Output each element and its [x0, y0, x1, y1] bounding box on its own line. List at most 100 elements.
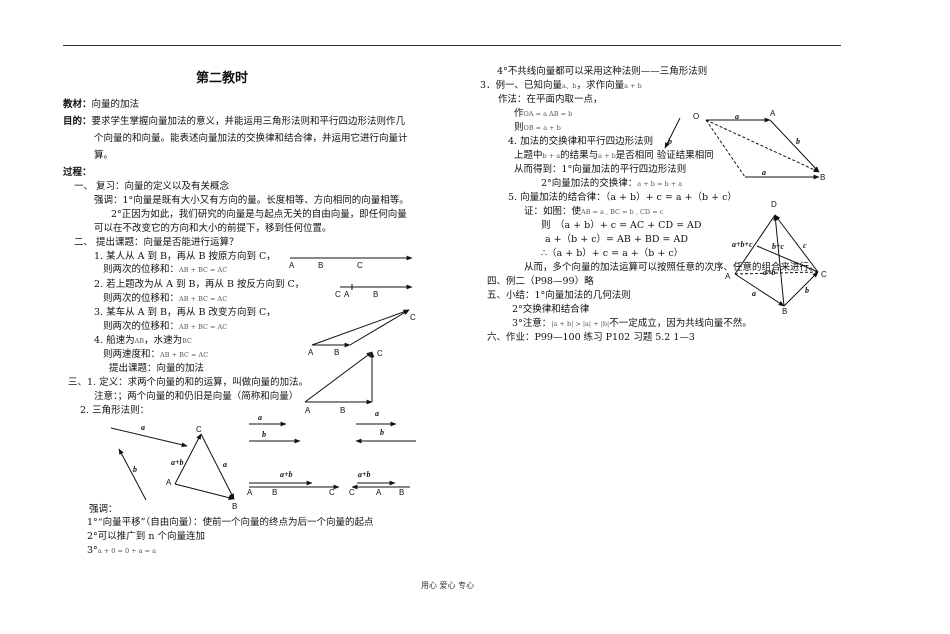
section-5-line-3: 3°注意：|a + b| > |a| + |b|不一定成立，因为共线向量不然。 — [512, 318, 752, 329]
section-1-line-2: 2°正因为如此，我们研究的向量是与起点无关的自由向量，即任何向量 — [111, 209, 407, 220]
label-c: c — [803, 241, 807, 250]
label-B-1: B — [318, 261, 324, 270]
label-O: O — [693, 112, 700, 121]
label-b-5: b — [796, 137, 800, 146]
section-1-line-1: 强调：1°向量是既有大小又有方向的量。长度相等、方向相同的向量相等。 — [94, 195, 409, 206]
label-B-6: B — [272, 488, 278, 497]
label-apb-1: a+b — [171, 458, 184, 467]
section-6: 六、作业：P99—100 练习 P102 习题 5.2 1—3 — [487, 332, 695, 343]
s5-3-label: 3°注意： — [512, 318, 552, 329]
problem-3b: 则两次的位移和：AB + BC = AC — [103, 321, 227, 332]
figure-example-oab — [664, 117, 820, 180]
proof-line-3: ∴（a + b）+ c = a +（b + c） — [541, 248, 684, 259]
page-title: 第二教时 — [196, 71, 249, 86]
emphasis-3-num: 3° — [87, 545, 98, 556]
problem-3b-text: 则两次的位移和： — [103, 321, 180, 332]
section-1-line-3: 可以在不改变它的方向和大小的前提下，移到任何位置。 — [94, 223, 332, 234]
associative-heading: 5. 向量加法的结合律：（a + b）+ c = a +（b + c） — [508, 192, 737, 203]
material-text: 向量的加法 — [91, 99, 140, 110]
label-A-9: A — [725, 272, 731, 281]
label-b-4: b — [668, 137, 672, 146]
proof-text: 证：如图：使 — [524, 206, 582, 217]
zero-vector-formula: a + 0 = 0 + a = a — [97, 547, 157, 555]
label-B-7: B — [399, 488, 405, 497]
commutative-line-2: 从而得到：1°向量加法的平行四边形法则 — [514, 164, 687, 175]
label-bpc: b+c — [772, 242, 785, 251]
right-line-4: 4°不共线向量都可以采用这种法则——三角形法则 — [497, 66, 708, 77]
label-a-4: a — [375, 409, 379, 418]
commutative-formula: a + b = b + a — [637, 180, 683, 188]
figure-triangle-rule — [110, 427, 235, 501]
label-A-8: A — [770, 109, 776, 118]
label-C-6: C — [329, 488, 335, 497]
comm-l1-b: 的结果与 — [560, 150, 599, 161]
step-2: 则OB = a + b — [514, 122, 561, 133]
formula-sum-2: AB + BC = AC — [179, 295, 228, 303]
label-C-1: C — [357, 261, 363, 270]
proof-line-2: a +（b + c）= AB + BD = AD — [545, 234, 688, 245]
comm-l1-c: 是否相同 验证结果相同 — [615, 150, 714, 161]
label-b-2: b — [262, 430, 266, 439]
example-sum: a + b — [624, 82, 642, 90]
commutative-heading: 4. 加法的交换律和平行四边形法则 — [508, 136, 654, 147]
section-5: 五、小结：1°向量加法的几何法则 — [487, 290, 631, 301]
proof-line-1: （a + b）+ c = AC + CD = AD — [555, 220, 702, 231]
method-line: 作法：在平面内取一点， — [498, 94, 603, 105]
proof-line: 证：如图：使AB = a , BC = b , CD = c — [524, 206, 663, 217]
label-apb-2: a+b — [280, 470, 293, 479]
footer: 用心 爱心 专心 — [421, 581, 475, 590]
figure-collinear-rules — [249, 421, 416, 490]
problem-1b: 则两次的位移和：AB + BC = AC — [103, 264, 227, 275]
label-A-4: A — [305, 406, 311, 415]
step-1: 作OA = a AB = b — [514, 108, 572, 119]
label-b-6: b — [805, 286, 809, 295]
label-C-2: C — [335, 290, 341, 299]
label-a-1: a — [141, 423, 145, 432]
emphasis-2: 2°可以推广到 n 个向量连加 — [87, 531, 205, 542]
label-C-3: C — [410, 313, 416, 322]
example-1-text-b: ，求作向量 — [576, 80, 625, 91]
example-1: 3．例一、已知向量a、b，求作向量a + b — [480, 80, 642, 91]
figure-velocity — [304, 351, 375, 405]
label-a-5: a — [735, 112, 739, 121]
label-b-3: b — [380, 428, 384, 437]
section-3: 三、1. 定义：求两个向量的和的运算，叫做向量的加法。 — [68, 377, 309, 388]
then-line: 则 — [541, 220, 551, 231]
section-5-line-2: 2°交换律和结合律 — [512, 304, 590, 315]
material-label: 教材： — [63, 99, 92, 110]
comm-l3-text: 2°向量加法的交换律： — [541, 178, 638, 189]
label-A-7: A — [376, 488, 382, 497]
label-C-4: C — [377, 349, 383, 358]
label-B-4: B — [340, 406, 346, 415]
section-2: 二、 提出课题：向量是否能进行运算？ — [74, 237, 239, 248]
section-1: 一、 复习：向量的定义以及有关概念 — [74, 181, 230, 192]
label-A-1: A — [289, 261, 295, 270]
s5-3-text: 不一定成立，因为共线向量不然。 — [609, 318, 752, 329]
note-line: 注意：；两个向量的和仍旧是向量（简称和向量） — [94, 391, 299, 402]
formula-a-plus-b: a + b — [598, 152, 616, 160]
problem-2a: 2. 若上题改为从 A 到 B，再从 B 按反方向到 C， — [94, 279, 305, 290]
top-rule — [63, 45, 841, 46]
goal-text-3: 算。 — [94, 150, 114, 161]
formula-sum-3: AB + BC = AC — [179, 323, 228, 331]
comm-l1-a: 上题中 — [514, 150, 543, 161]
step-2-text: 则 — [514, 122, 524, 133]
step-2-formula: OB = a + b — [523, 124, 561, 132]
label-a-7: a — [752, 289, 756, 298]
label-B-3: B — [334, 348, 340, 357]
commutative-line-1: 上题中b + a的结果与a + b是否相同 验证结果相同 — [514, 150, 714, 161]
goal-text-1: 要求学生掌握向量加法的意义，并能运用三角形法则和平行四边形法则作几 — [91, 116, 406, 127]
label-B-5: B — [232, 502, 238, 511]
conclusion-line: 从而，多个向量的加法运算可以按照任意的次序、任意的组合来进行。 — [524, 262, 819, 273]
label-A-5: A — [166, 478, 172, 487]
problem-3a: 3. 某车从 A 到 B，再从 B 改变方向到 C， — [94, 307, 276, 318]
material-line: 教材：向量的加法 — [63, 99, 139, 110]
problem-4b-text: 则两速度和： — [103, 349, 161, 360]
topic-line: 提出课题：向量的加法 — [109, 363, 205, 374]
label-a-2: a — [223, 460, 227, 469]
formula-sum-4: AB + BC = AC — [160, 351, 209, 359]
label-B-9: B — [782, 307, 788, 316]
problem-1a: 1. 某人从 A 到 B，再从 B 按原方向到 C， — [94, 251, 276, 262]
label-C-7: C — [349, 488, 355, 497]
emphasis-3: 3°a + 0 = 0 + a = a — [87, 545, 156, 556]
